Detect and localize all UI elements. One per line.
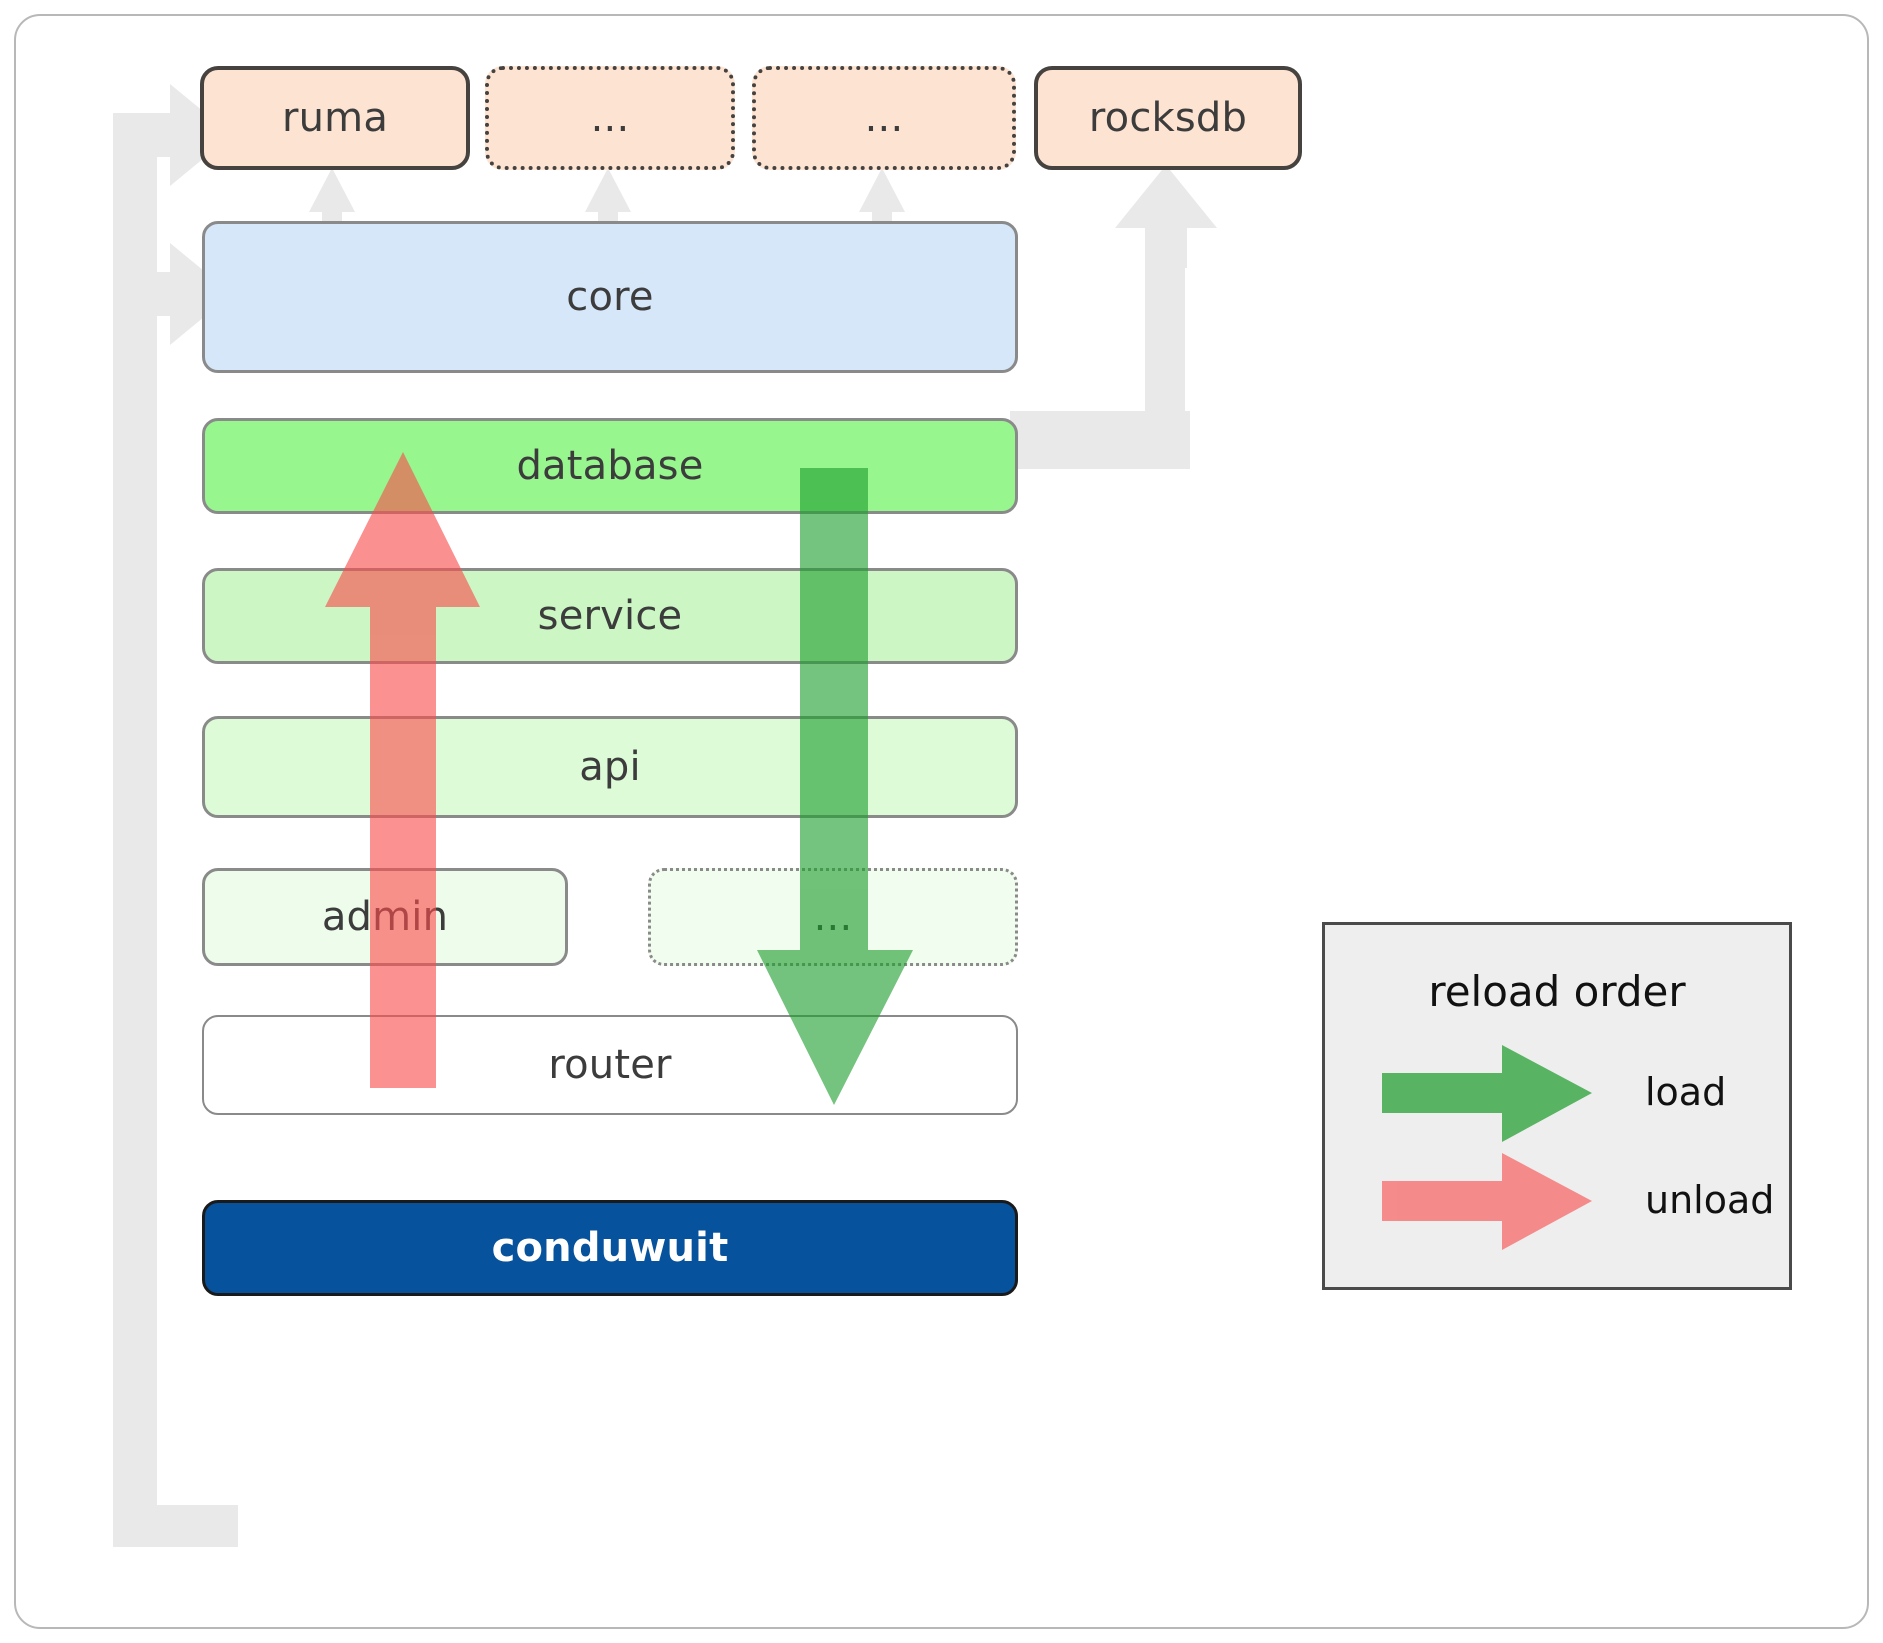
application-box-conduwuit[interactable]: conduwuit xyxy=(202,1200,1018,1296)
legend-label-unload: unload xyxy=(1645,1178,1775,1222)
legend-title: reload order xyxy=(1428,967,1686,1016)
dependency-label-ellipsis-2: ... xyxy=(864,95,904,141)
layer-label-service: service xyxy=(537,593,683,639)
application-label-conduwuit: conduwuit xyxy=(491,1225,729,1271)
layer-label-api: api xyxy=(579,744,641,790)
layer-box-api[interactable]: api xyxy=(202,716,1018,818)
layer-label-ellipsis: ... xyxy=(813,894,853,940)
dependency-box-rocksdb[interactable]: rocksdb xyxy=(1034,66,1302,170)
layer-box-router[interactable]: router xyxy=(202,1015,1018,1115)
layer-label-admin: admin xyxy=(321,894,449,940)
layer-box-ellipsis[interactable]: ... xyxy=(648,868,1018,966)
layer-label-core: core xyxy=(566,274,654,320)
dependency-label-rocksdb: rocksdb xyxy=(1088,95,1248,141)
layer-box-service[interactable]: service xyxy=(202,568,1018,664)
legend-panel: reload order load unload xyxy=(1322,922,1792,1290)
layer-label-database: database xyxy=(516,443,704,489)
dependency-box-ruma[interactable]: ruma xyxy=(200,66,470,170)
layer-box-core[interactable]: core xyxy=(202,221,1018,373)
dependency-label-ellipsis-1: ... xyxy=(590,95,630,141)
layer-label-router: router xyxy=(548,1042,672,1088)
layer-box-admin[interactable]: admin xyxy=(202,868,568,966)
dependency-label-ruma: ruma xyxy=(281,95,389,141)
layer-box-database[interactable]: database xyxy=(202,418,1018,514)
legend-label-load: load xyxy=(1645,1070,1727,1114)
dependency-box-ellipsis-1[interactable]: ... xyxy=(485,66,735,170)
dependency-box-ellipsis-2[interactable]: ... xyxy=(752,66,1016,170)
